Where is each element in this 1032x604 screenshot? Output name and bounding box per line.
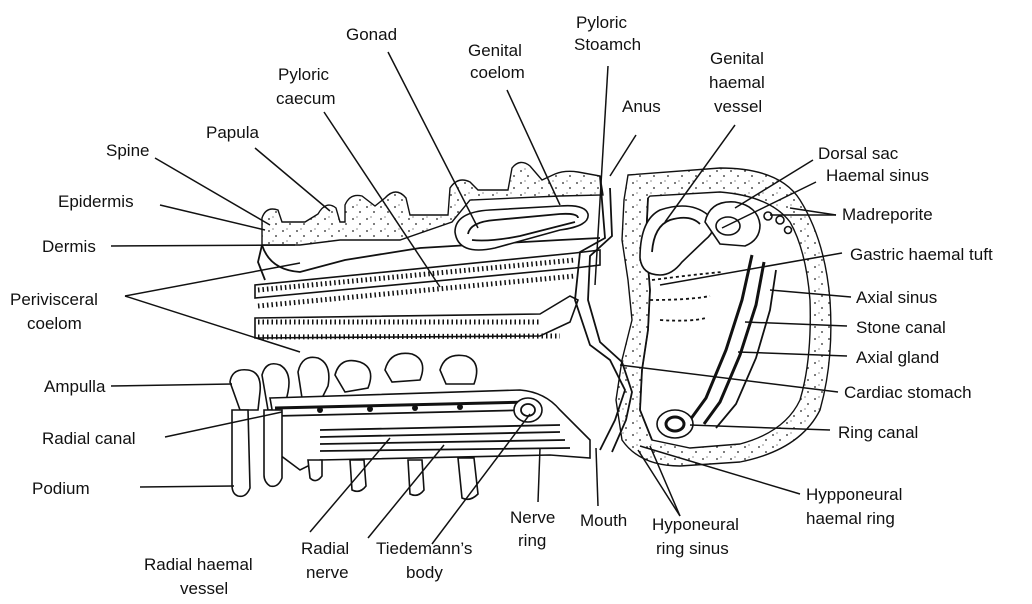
gastric-haemal-tuft-shape [650, 272, 722, 321]
arm-section [230, 162, 603, 499]
label-gonad: Gonad [346, 25, 397, 44]
label-podium: Podium [32, 479, 90, 498]
label-genital-haemal-vessel: Genital [710, 49, 764, 68]
label-radial-haemal-vessel-2: vessel [180, 579, 228, 598]
ring-canal-shape [657, 410, 693, 438]
label-pyloric-caecum-2: caecum [276, 89, 336, 108]
label-hyponeural-ring-sinus-2: ring sinus [656, 539, 729, 558]
label-radial-nerve: Radial [301, 539, 349, 558]
label-genital-coelom-2: coelom [470, 63, 525, 82]
genital-haemal-coil [640, 206, 713, 275]
label-hypponeural-haemal-ring: Hypponeural [806, 485, 902, 504]
label-axial-gland: Axial gland [856, 348, 939, 367]
label-genital-haemal-vessel-2: haemal [709, 73, 765, 92]
label-spine: Spine [106, 141, 149, 160]
label-gastric-haemal-tuft: Gastric haemal tuft [850, 245, 993, 264]
label-perivisceral-coelom: Perivisceral [10, 290, 98, 309]
pyloric-caecum [255, 250, 600, 298]
haemal-sinus-shape [716, 217, 740, 235]
label-radial-nerve-2: nerve [306, 563, 349, 582]
stone-canal-tube [690, 255, 752, 420]
label-tiedemanns-body: Tiedemann’s [376, 539, 472, 558]
tiedemanns-body-shape [514, 398, 542, 422]
label-papula: Papula [206, 123, 259, 142]
label-tiedemanns-body-2: body [406, 563, 443, 582]
label-perivisceral-coelom-2: coelom [27, 314, 82, 333]
label-stone-canal: Stone canal [856, 318, 946, 337]
label-ring-canal: Ring canal [838, 423, 918, 442]
label-radial-haemal-vessel: Radial haemal [144, 555, 253, 574]
disc-section [575, 168, 831, 466]
label-pyloric-caecum: Pyloric [278, 65, 330, 84]
label-madreporite: Madreporite [842, 205, 933, 224]
label-hyponeural-ring-sinus: Hyponeural [652, 515, 739, 534]
label-nerve-ring-2: ring [518, 531, 546, 550]
label-haemal-sinus: Haemal sinus [826, 166, 929, 185]
labels: Gonad Pyloric Stoamch Genital coelom Gen… [10, 13, 993, 598]
label-nerve-ring: Nerve [510, 508, 555, 527]
label-mouth: Mouth [580, 511, 627, 530]
label-genital-coelom: Genital [468, 41, 522, 60]
label-dermis: Dermis [42, 237, 96, 256]
label-pyloric-stomach-2: Stoamch [574, 35, 641, 54]
label-epidermis: Epidermis [58, 192, 134, 211]
gonad-sac [455, 206, 588, 250]
ambulacral-groove [270, 390, 590, 470]
label-axial-sinus: Axial sinus [856, 288, 937, 307]
label-radial-canal: Radial canal [42, 429, 136, 448]
label-pyloric-stomach: Pyloric [576, 13, 628, 32]
label-anus: Anus [622, 97, 661, 116]
label-genital-haemal-vessel-3: vessel [714, 97, 762, 116]
label-dorsal-sac: Dorsal sac [818, 144, 899, 163]
label-cardiac-stomach: Cardiac stomach [844, 383, 972, 402]
label-ampulla: Ampulla [44, 377, 106, 396]
label-hypponeural-haemal-ring-2: haemal ring [806, 509, 895, 528]
